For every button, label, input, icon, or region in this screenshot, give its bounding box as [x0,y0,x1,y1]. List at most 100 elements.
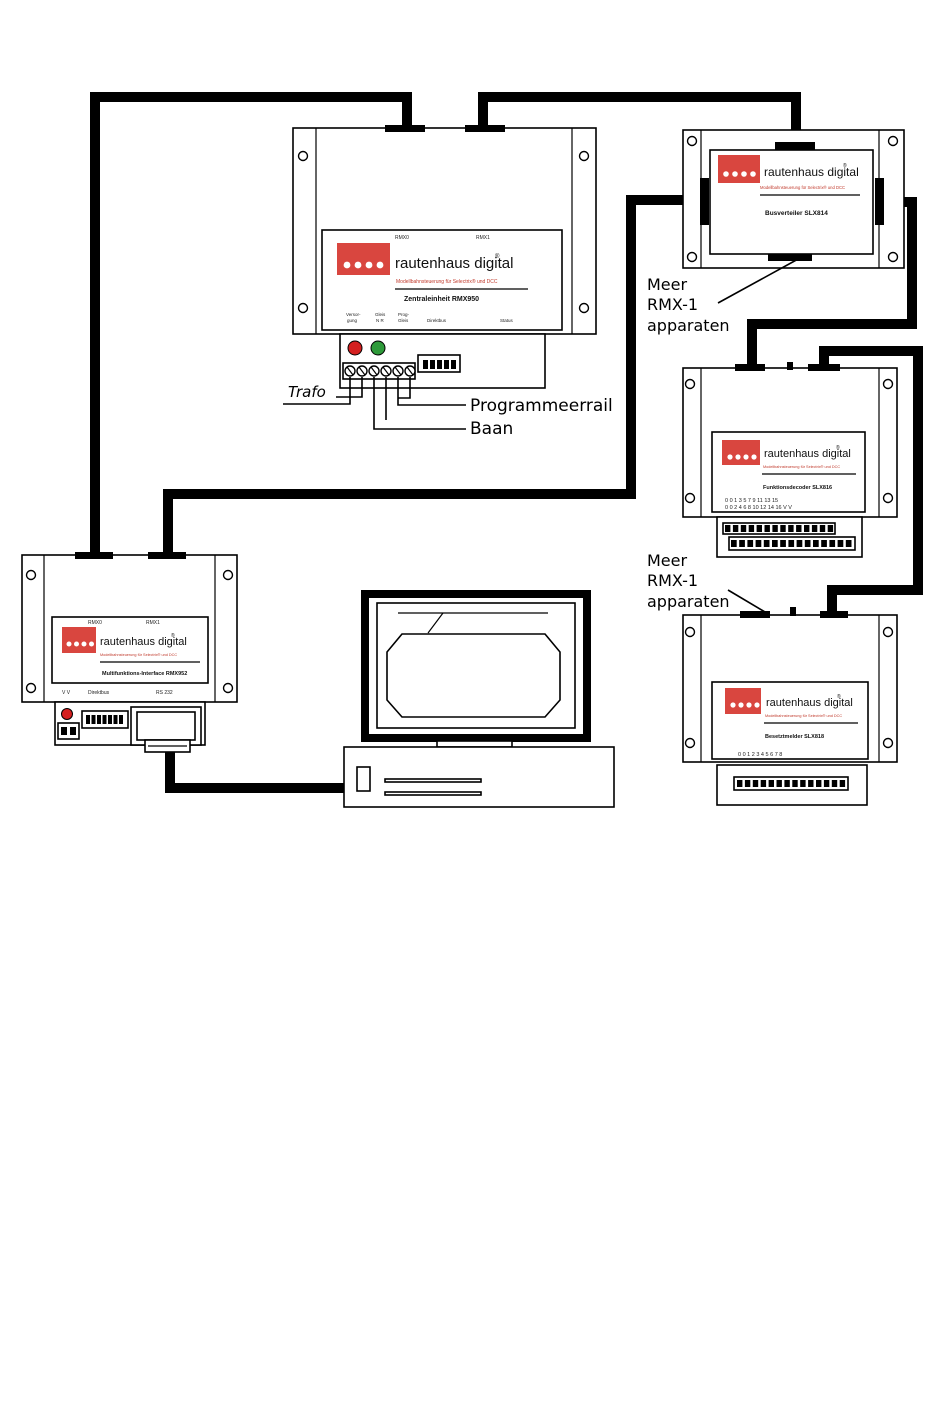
terminal-screw [732,525,739,532]
registered-mark: ® [495,253,500,260]
drive-slot [384,778,482,783]
terminal-screw [752,780,759,787]
output-numbers-top: 0 0 1 3 5 7 9 11 13 15 [725,498,778,504]
input-connector [735,364,765,371]
rmx0-connector [385,125,425,132]
terminal-screw [780,540,786,547]
brand-name: rautenhaus digital [766,697,853,709]
rmx0-connector [75,552,113,559]
registered-mark: ® [171,632,175,639]
terminal-screw [755,540,762,547]
terminal-screw [747,540,754,547]
svg-text:Prog-: Prog- [398,312,410,317]
brand-tagline: Modellbahnsteuerung für Selectrix® und D… [760,185,845,190]
terminal-screw [788,525,794,532]
svg-text:Versor-: Versor- [346,312,361,317]
mounting-hole [882,737,894,749]
more-devices-note-2: Meer RMX-1 apparaten [647,551,766,613]
function-decoder: rautenhaus digital ® Modellbahnsteuerung… [682,362,898,558]
model-name: Multifunktions-Interface RMX952 [102,671,187,677]
terminal-screw [839,780,846,787]
bottom-label-vv: V V [62,690,71,696]
mounting-hole [882,626,894,638]
terminal-screw [792,780,798,787]
terminal-screw [837,540,844,547]
terminal-block [57,722,80,740]
terminal-screw [731,540,737,547]
terminal-strip [716,516,863,558]
svg-text:N R: N R [376,318,385,323]
svg-text:RMX-1: RMX-1 [647,295,698,314]
brand-logo [722,440,760,465]
model-name: Funktionsdecoder SLX816 [763,485,832,491]
terminal-screw [829,540,836,547]
terminal-screw [784,780,790,787]
terminal-screw [845,540,852,547]
port-label-rmx1: RMX1 [146,620,160,626]
output-connector [820,611,848,618]
monitor-stand [436,740,513,748]
terminal-screw [764,525,770,532]
brand-tagline: Modellbahnsteuerung für Selectrix® und D… [396,278,498,285]
terminal-screw [772,540,778,547]
terminal-screw [756,525,762,532]
mounting-hole [882,492,894,504]
svg-text:Gleis: Gleis [375,312,386,317]
rs232-connector [130,706,202,753]
power-slot [356,766,371,792]
terminal-screw [823,780,830,787]
label-panel [711,681,869,760]
cable-funktionsdecoder-to-besetztmelder [819,346,923,614]
bottom-connector [768,254,812,261]
svg-text:gung: gung [347,318,358,323]
terminal-screw [800,780,806,787]
terminal-screw [744,780,751,787]
svg-text:Meer: Meer [647,551,687,570]
registered-mark: ® [836,444,840,451]
red-led [347,340,363,356]
terminal-screw [804,525,810,532]
top-connector [775,142,815,150]
terminal-screw [748,525,755,532]
terminal-screw [811,525,818,532]
terminal-screw [768,780,774,787]
cable-rmx1-central-to-busverteiler [478,92,801,144]
terminal-screw [737,780,743,787]
rmx1-connector [148,552,186,559]
terminal-screw [796,540,803,547]
mounting-hole [887,135,899,147]
mounting-hole [684,492,696,504]
drive-slot [384,791,482,796]
cable-rmx0-central-to-interface [90,92,412,556]
terminal-screw [772,525,778,532]
occupancy-detector: rautenhaus digital ® Modellbahnsteuerung… [682,607,898,806]
mounting-hole [887,251,899,263]
terminal-screw [796,525,802,532]
terminal-screw [776,780,782,787]
terminal-screw [763,540,770,547]
svg-text:RMX-1: RMX-1 [647,571,698,590]
mounting-hole [297,302,309,314]
port-label-rmx1: RMX1 [476,235,490,241]
brand-logo [718,155,760,183]
mounting-hole [222,569,234,581]
terminal-screw [760,780,767,787]
brand-name: rautenhaus digital [100,636,187,648]
mounting-hole [684,378,696,390]
dip-switch [417,354,461,373]
left-connector [700,178,709,225]
brand-logo [337,243,390,275]
screen [386,633,561,718]
bus-distributor: rautenhaus digital ® Modellbahnsteuerung… [682,129,905,269]
brand-name: rautenhaus digital [764,165,859,179]
cable-busverteiler-to-interface [163,195,703,556]
output-connector [808,364,840,371]
svg-text:apparaten: apparaten [647,592,730,611]
central-unit: RMX0 RMX1 rautenhaus digital ® Modellbah… [292,125,597,389]
terminal-screw [739,540,745,547]
brand-logo [62,627,96,653]
terminal-wires [283,377,466,430]
more-devices-note-1: Meer RMX-1 apparaten [647,257,801,335]
terminal-screw [780,525,786,532]
